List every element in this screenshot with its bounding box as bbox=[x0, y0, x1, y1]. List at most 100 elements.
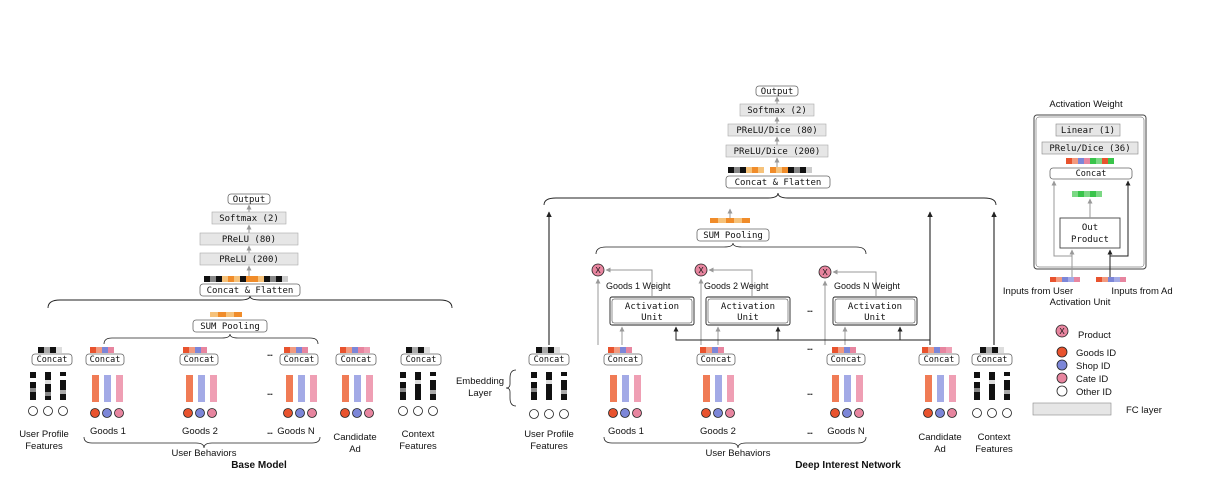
din-user-profile: Concat bbox=[528, 347, 570, 419]
inputs-from-user-label: Inputs from User bbox=[1003, 286, 1073, 297]
base-prelu80-label: PReLU (80) bbox=[222, 235, 276, 245]
din-goods1-concat-label: Concat bbox=[608, 355, 639, 365]
din-user-behaviors-label: User Behaviors bbox=[706, 448, 771, 459]
din-candidate-label-1: Candidate bbox=[918, 432, 961, 443]
legend-cate-icon bbox=[1056, 372, 1068, 384]
din-candidate-label-2: Ad bbox=[934, 444, 946, 455]
base-candidate-label-1: Candidate bbox=[333, 432, 376, 443]
base-goods2-concat-label: Concat bbox=[184, 355, 215, 365]
din-softmax-label: Softmax (2) bbox=[747, 106, 807, 116]
din-goods2-label: Goods 2 bbox=[700, 426, 736, 437]
din-activation-unit-1: Activation Unit bbox=[609, 296, 695, 326]
din-product-n: X bbox=[818, 265, 832, 279]
base-user-profile: Concat bbox=[28, 347, 73, 416]
base-user-concat-label: Concat bbox=[37, 355, 68, 365]
din-goods-1: Concat bbox=[603, 347, 643, 418]
base-sum-pooling-label: SUM Pooling bbox=[200, 322, 260, 332]
legend-goods-icon bbox=[1056, 346, 1068, 358]
din-actn-label-1: Activation bbox=[848, 302, 902, 312]
din-x-2: X bbox=[698, 266, 704, 275]
din-ellipsis-act: … bbox=[807, 305, 813, 315]
base-model: Output Softmax (2) PReLU (80) PReLU (200… bbox=[19, 193, 453, 471]
din-model: Output Softmax (2) PReLU/Dice (80) PReLU… bbox=[456, 85, 1013, 471]
din-prelu200-label: PReLU/Dice (200) bbox=[734, 147, 821, 157]
base-ellipsis-bottom: … bbox=[267, 427, 273, 437]
out-product-label-2: Product bbox=[1071, 235, 1109, 245]
base-context-label-1: Context bbox=[402, 429, 435, 440]
din-concat-strip bbox=[728, 167, 812, 173]
din-weight2-label: Goods 2 Weight bbox=[704, 281, 769, 291]
din-candidate: Concat bbox=[918, 347, 960, 418]
din-concat-flatten-label: Concat & Flatten bbox=[735, 178, 822, 188]
legend-product-icon bbox=[1055, 324, 1069, 338]
base-candidate: Concat bbox=[335, 347, 377, 418]
activation-concat-label: Concat bbox=[1076, 169, 1107, 179]
legend-other-label: Other ID bbox=[1076, 387, 1112, 398]
din-activation-unit-2: Activation Unit bbox=[705, 296, 791, 326]
legend-fc-label: FC layer bbox=[1126, 405, 1162, 416]
din-context: Concat bbox=[971, 347, 1013, 418]
legend-product-label: Product bbox=[1078, 330, 1111, 341]
base-goods-1: Concat bbox=[85, 347, 125, 418]
din-act1-label-1: Activation bbox=[625, 302, 679, 312]
activation-green-strip bbox=[1072, 191, 1102, 197]
legend-fc-icon bbox=[1032, 402, 1112, 416]
din-goods1-label: Goods 1 bbox=[608, 426, 644, 437]
din-act2-label-2: Unit bbox=[737, 313, 759, 323]
base-prelu200-label: PReLU (200) bbox=[219, 255, 279, 265]
base-goodsn-concat-label: Concat bbox=[284, 355, 315, 365]
base-goods1-label: Goods 1 bbox=[90, 426, 126, 437]
activation-unit-panel: Activation Weight Linear (1) PRelu/Dice … bbox=[1003, 99, 1173, 308]
base-ellipsis-top: … bbox=[267, 349, 273, 359]
din-activation-unit-n: Activation Unit bbox=[832, 296, 918, 326]
din-goods-n: Concat bbox=[826, 347, 866, 418]
din-embedding-label-2: Layer bbox=[468, 388, 492, 399]
base-softmax-label: Softmax (2) bbox=[219, 214, 279, 224]
din-weightn-label: Goods N Weight bbox=[834, 281, 900, 291]
din-prelu80-label: PReLU/Dice (80) bbox=[736, 126, 817, 136]
din-embedding-label-1: Embedding bbox=[456, 376, 504, 387]
din-product-1: X bbox=[591, 263, 605, 277]
din-ellipsis-bottom: … bbox=[807, 427, 813, 437]
activation-concat-strip bbox=[1066, 158, 1114, 164]
base-context-label-2: Features bbox=[399, 441, 437, 452]
legend-shop-icon bbox=[1056, 359, 1068, 371]
din-ellipsis-mid: … bbox=[807, 388, 813, 398]
base-ellipsis-mid: … bbox=[267, 388, 273, 398]
base-user-behaviors-label: User Behaviors bbox=[172, 448, 237, 459]
base-model-caption: Base Model bbox=[231, 460, 287, 471]
din-act1-label-2: Unit bbox=[641, 313, 663, 323]
base-concat-strip bbox=[204, 276, 288, 282]
inputs-from-ad-label: Inputs from Ad bbox=[1111, 286, 1172, 297]
din-pool-strip bbox=[710, 218, 750, 223]
din-caption: Deep Interest Network bbox=[795, 460, 901, 471]
base-goods-2: Concat bbox=[179, 347, 219, 418]
din-sum-pooling-label: SUM Pooling bbox=[703, 231, 763, 241]
out-product-label-1: Out bbox=[1082, 223, 1098, 233]
legend-shop-label: Shop ID bbox=[1076, 361, 1110, 372]
base-user-profile-label-2: Features bbox=[25, 441, 63, 452]
din-actn-label-2: Unit bbox=[864, 313, 886, 323]
din-goodsn-label: Goods N bbox=[827, 426, 865, 437]
base-user-profile-label-1: User Profile bbox=[19, 429, 69, 440]
base-candidate-concat-label: Concat bbox=[341, 355, 372, 365]
legend-cate-label: Cate ID bbox=[1076, 374, 1108, 385]
din-output-label: Output bbox=[761, 87, 794, 97]
din-candidate-concat-label: Concat bbox=[924, 355, 955, 365]
base-goods1-concat-label: Concat bbox=[90, 355, 121, 365]
din-user-concat-label: Concat bbox=[534, 355, 565, 365]
din-x-n: X bbox=[822, 268, 828, 277]
legend-other-icon bbox=[1056, 385, 1068, 397]
din-goods-2: Concat bbox=[696, 347, 736, 418]
legend-goods-label: Goods ID bbox=[1076, 348, 1116, 359]
din-product-2: X bbox=[694, 263, 708, 277]
activation-linear-label: Linear (1) bbox=[1061, 126, 1115, 136]
din-x-1: X bbox=[595, 266, 601, 275]
activation-unit-caption: Activation Unit bbox=[1050, 297, 1111, 308]
base-context-concat-label: Concat bbox=[406, 355, 437, 365]
din-context-label-2: Features bbox=[975, 444, 1013, 455]
base-goodsn-label: Goods N bbox=[277, 426, 315, 437]
din-ellipsis-top: … bbox=[807, 343, 813, 353]
legend: X Product Goods ID Shop ID Cate ID Other… bbox=[1032, 324, 1162, 416]
din-act2-label-1: Activation bbox=[721, 302, 775, 312]
